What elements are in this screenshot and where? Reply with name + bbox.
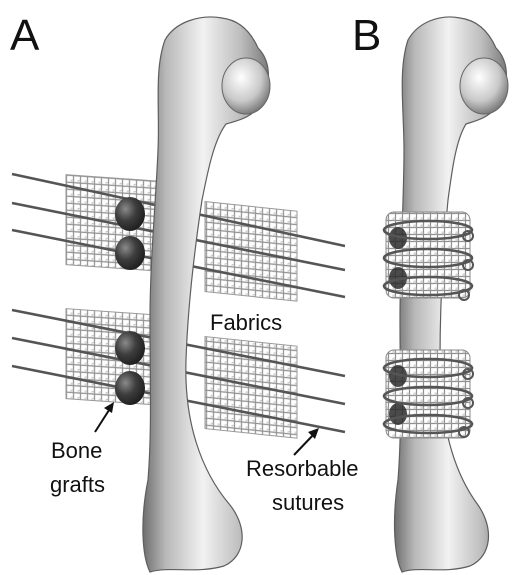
fabrics-label: Fabrics bbox=[210, 310, 282, 335]
panel-b: B bbox=[352, 11, 508, 572]
bone-graft-2 bbox=[115, 236, 145, 270]
bone-grafts-label-line2: grafts bbox=[50, 472, 105, 497]
resorbable-sutures-arrow bbox=[294, 428, 319, 455]
bone-graft-4 bbox=[115, 371, 145, 405]
lower-fabric-wrap bbox=[384, 350, 473, 438]
bone-grafts-label-line1: Bone bbox=[51, 438, 102, 463]
panel-a: A bbox=[10, 11, 359, 572]
bone-graft-3 bbox=[115, 331, 145, 365]
upper-fabric-wrap bbox=[384, 212, 473, 300]
resorbable-sutures-label-line1: Resorbable bbox=[246, 456, 359, 481]
resorbable-sutures-label-line2: sutures bbox=[272, 490, 344, 515]
panel-a-letter: A bbox=[10, 11, 40, 60]
bone-grafts-arrow bbox=[95, 402, 114, 432]
bone-graft-1 bbox=[115, 197, 145, 231]
panel-b-letter: B bbox=[352, 11, 381, 60]
